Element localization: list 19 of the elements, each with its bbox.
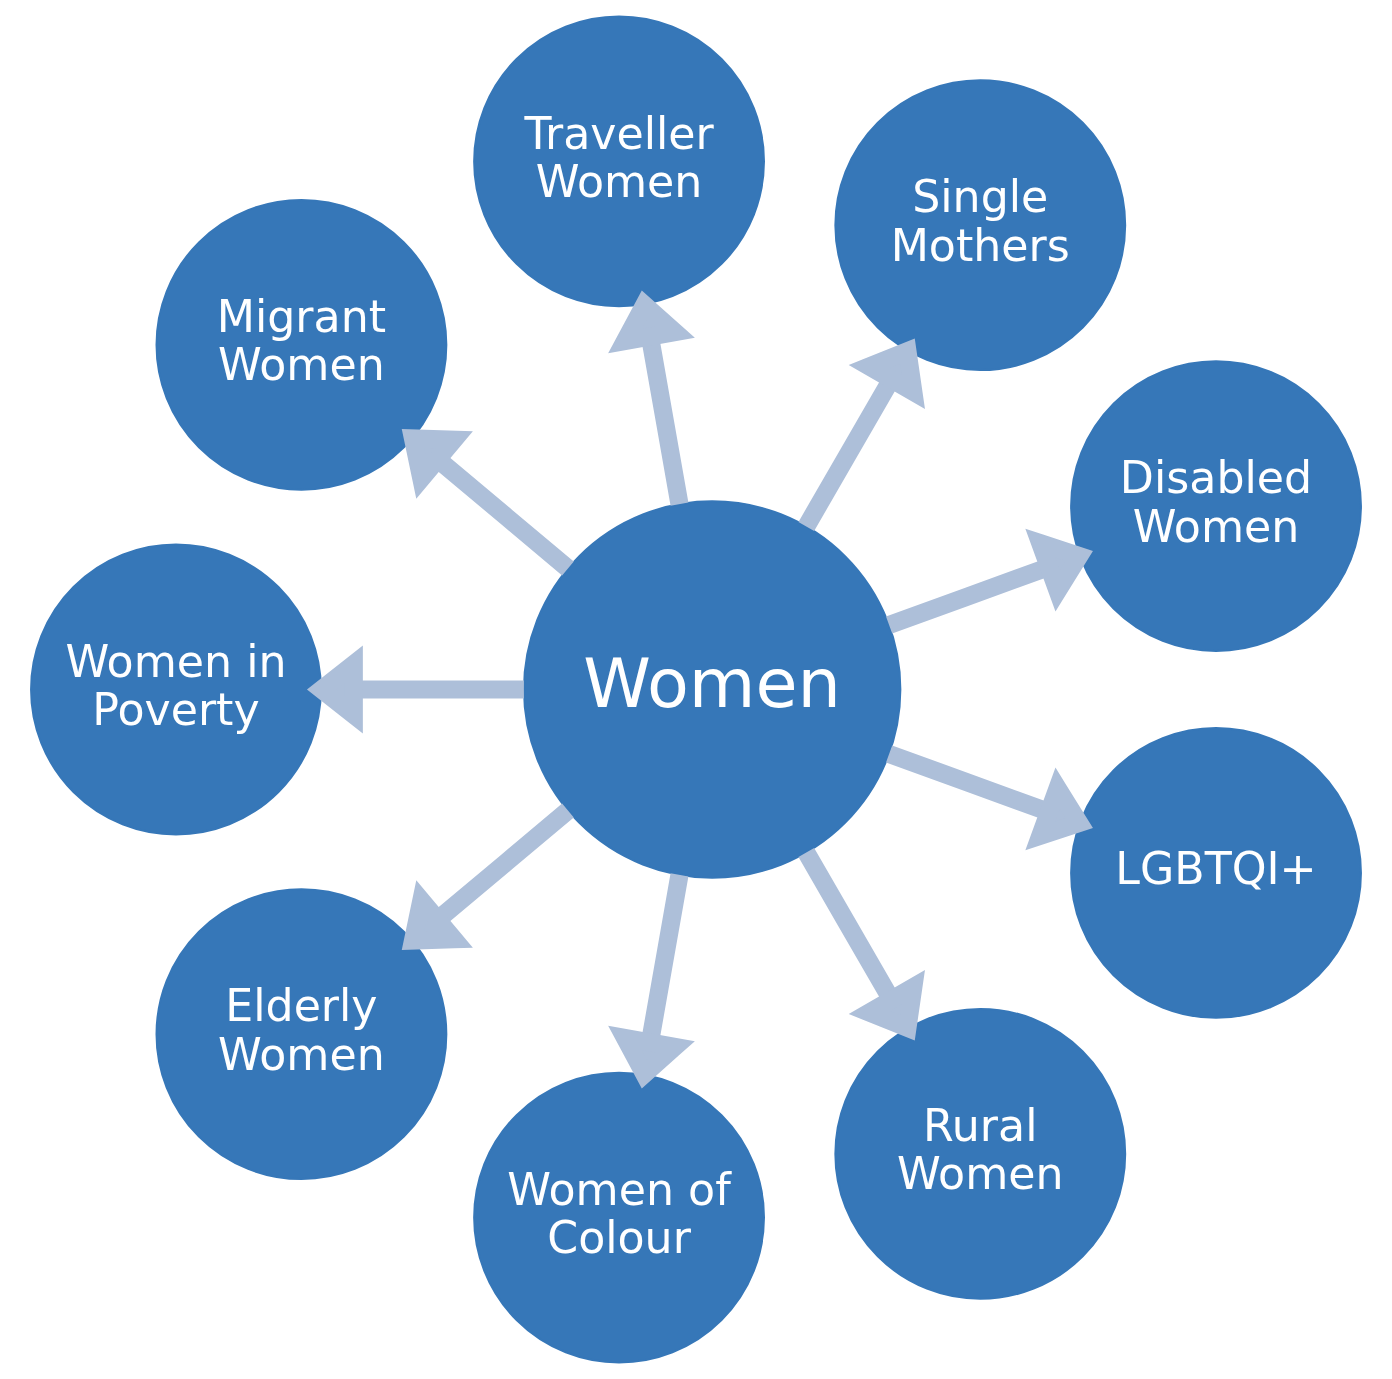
node-circle: Disabled Women	[1070, 360, 1362, 653]
node-circle: Women of Colour	[473, 1071, 765, 1364]
node-circle: Traveller Women	[473, 15, 765, 308]
arrow	[886, 528, 1093, 634]
node-circle: Women	[522, 500, 902, 879]
arrow	[608, 873, 695, 1089]
arrow	[798, 338, 925, 531]
node-circle: Migrant Women	[155, 198, 448, 491]
arrow	[608, 290, 695, 506]
node-circle: LGBTQI+	[1070, 726, 1362, 1019]
node-circle: Women in Poverty	[30, 543, 322, 836]
arrow	[886, 745, 1093, 851]
arrow	[401, 429, 574, 576]
arrow	[306, 645, 524, 734]
node-circle: Elderly Women	[155, 888, 448, 1181]
arrow	[798, 848, 925, 1041]
node-circle: Rural Women	[834, 1007, 1127, 1300]
arrow	[401, 803, 574, 950]
node-circle: Single Mothers	[834, 79, 1127, 372]
